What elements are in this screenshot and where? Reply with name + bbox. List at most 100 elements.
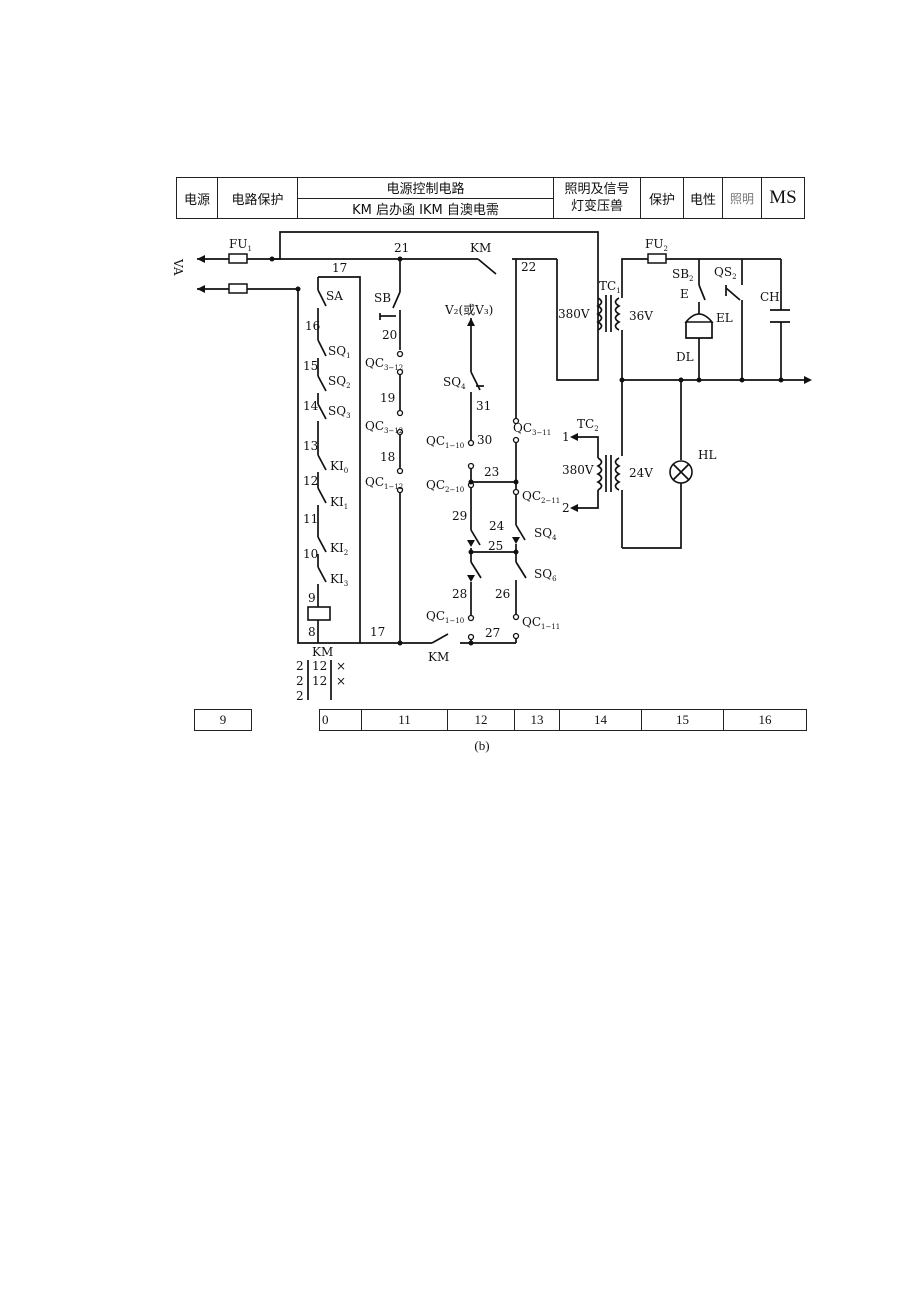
figure-caption: (b) [474, 738, 490, 753]
label-terminal-1: 1 [562, 430, 570, 444]
node-11: 11 [303, 512, 318, 526]
node-23: 23 [484, 465, 499, 479]
ruler-cell-13: 13 [515, 710, 560, 730]
label-ki3: KI3 [330, 572, 348, 588]
label-fu1: FU1 [229, 237, 252, 253]
contact-row1-mark: × [336, 659, 346, 673]
node-18: 18 [380, 450, 395, 464]
header-power: 电源 [177, 178, 218, 218]
bell-dl [684, 313, 714, 323]
node-21: 21 [394, 241, 409, 255]
label-dl: DL [676, 350, 694, 364]
header-electric: 电性 [684, 178, 723, 218]
node-22: 22 [521, 260, 536, 274]
ruler-cell-15: 15 [642, 710, 724, 730]
header-illum: 照明 [723, 178, 762, 218]
tc1-lighting: TC1 380V 36V FU2 SB2 E DL [558, 237, 812, 384]
node-20: 20 [382, 328, 397, 342]
label-sb: SB [374, 291, 391, 305]
node-17a: 17 [332, 261, 347, 275]
label-sb2: SB2 [672, 267, 694, 283]
node-27: 27 [485, 626, 500, 640]
header-lighting-top: 照明及信号 [564, 182, 630, 197]
ruler-right: 0 11 12 13 14 15 16 [319, 709, 807, 731]
label-qc2-10: QC2−10 [426, 478, 464, 494]
label-qc3-12: QC3−12 [365, 356, 403, 372]
node-16: 16 [305, 319, 320, 333]
label-e: E [680, 287, 689, 301]
contact-row2-mark: × [336, 674, 346, 688]
node-8: 8 [308, 625, 316, 639]
label-qc2-11: QC2−11 [522, 489, 560, 505]
node-14: 14 [303, 399, 319, 413]
label-sq3: SQ3 [328, 404, 351, 420]
label-qs2: QS2 [714, 265, 737, 281]
ruler-left: 9 [194, 709, 252, 731]
node-10: 10 [303, 547, 318, 561]
label-sq6: SQ6 [534, 567, 557, 583]
node-29: 29 [452, 509, 467, 523]
ruler-cell-9: 9 [219, 712, 227, 727]
node-19: 19 [380, 391, 395, 405]
interlock-network: V₂(或V₃) [426, 259, 560, 646]
top-bus: 21 KM 22 [269, 231, 599, 381]
header-control-top: 电源控制电路 [298, 178, 553, 199]
header-lighting: 照明及信号 灯变压兽 [554, 178, 641, 218]
left-column: 17 SA 16 SQ1 15 SQ2 14 SQ3 13 KI0 12 KI1… [295, 261, 432, 659]
contact-row3-left: 2 [296, 689, 304, 703]
ruler-cell-12: 12 [448, 710, 515, 730]
fuse-fu1-b [228, 283, 248, 294]
label-sq2: SQ2 [328, 374, 351, 390]
node-17b: 17 [370, 625, 385, 639]
header-control-circuit: 电源控制电路 KM 启办函 IKM 自澳电需 [298, 178, 554, 218]
ruler-cell-0: 0 [320, 710, 362, 730]
fuse-fu2 [647, 253, 667, 264]
ruler-cell-16: 16 [758, 712, 772, 727]
label-km-coil: KM [312, 645, 333, 659]
label-side-va: VA [171, 258, 185, 276]
node-30: 30 [477, 433, 492, 447]
label-tc1: TC1 [599, 279, 621, 295]
label-380v-a: 380V [558, 307, 590, 321]
label-el: EL [716, 311, 733, 325]
node-13: 13 [303, 439, 318, 453]
node-24: 24 [489, 519, 505, 533]
label-24v: 24V [629, 466, 653, 480]
node-15: 15 [303, 359, 318, 373]
label-qc3-12b: QC3−12 [365, 419, 403, 435]
label-fu2: FU2 [645, 237, 668, 253]
label-qc1-12: QC1−12 [365, 475, 403, 491]
km-coil [307, 606, 331, 621]
circuit-diagram: FU1 VA 21 KM 22 [171, 231, 812, 703]
label-ki1: KI1 [330, 495, 348, 511]
fuse-fu1-a [228, 253, 248, 264]
label-tc2: TC2 [577, 417, 599, 433]
power-feed: FU1 VA [171, 237, 298, 294]
node-9: 9 [308, 591, 316, 605]
node-12: 12 [303, 474, 318, 488]
label-qc1-10: QC1−10 [426, 434, 464, 450]
node-26: 26 [495, 587, 510, 601]
header-lighting-bottom: 灯变压兽 [570, 199, 623, 214]
header-control-bottom: KM 启办函 IKM 自澳电需 [352, 202, 499, 218]
node-25: 25 [488, 539, 503, 553]
label-ki0: KI0 [330, 459, 348, 475]
header-protect: 保护 [641, 178, 684, 218]
header-table: 电源 电路保护 电源控制电路 KM 启办函 IKM 自澳电需 照明及信号 灯变压… [176, 177, 805, 219]
ruler-cell-14: 14 [560, 710, 642, 730]
label-hl: HL [698, 448, 716, 462]
tc2-lamp: TC2 1 2 380V 24V HL [562, 377, 716, 549]
contact-row2-left: 2 [296, 674, 304, 688]
label-qc3-11: QC3−11 [513, 421, 551, 437]
label-km-top: KM [470, 241, 491, 255]
ruler-cell-11: 11 [362, 710, 448, 730]
label-km-bottom: KM [428, 650, 449, 664]
label-terminal-2: 2 [562, 501, 570, 515]
label-ch: CH [760, 290, 780, 304]
node-31: 31 [476, 399, 491, 413]
km-contact-list: 2 12 × 2 12 × 2 [296, 659, 346, 703]
sb-column: SB 20 QC3−12 19 QC3−12 18 QC1−12 17 KM [365, 259, 516, 664]
label-ki2: KI2 [330, 541, 348, 557]
header-line-protect: 电路保护 [218, 178, 298, 218]
